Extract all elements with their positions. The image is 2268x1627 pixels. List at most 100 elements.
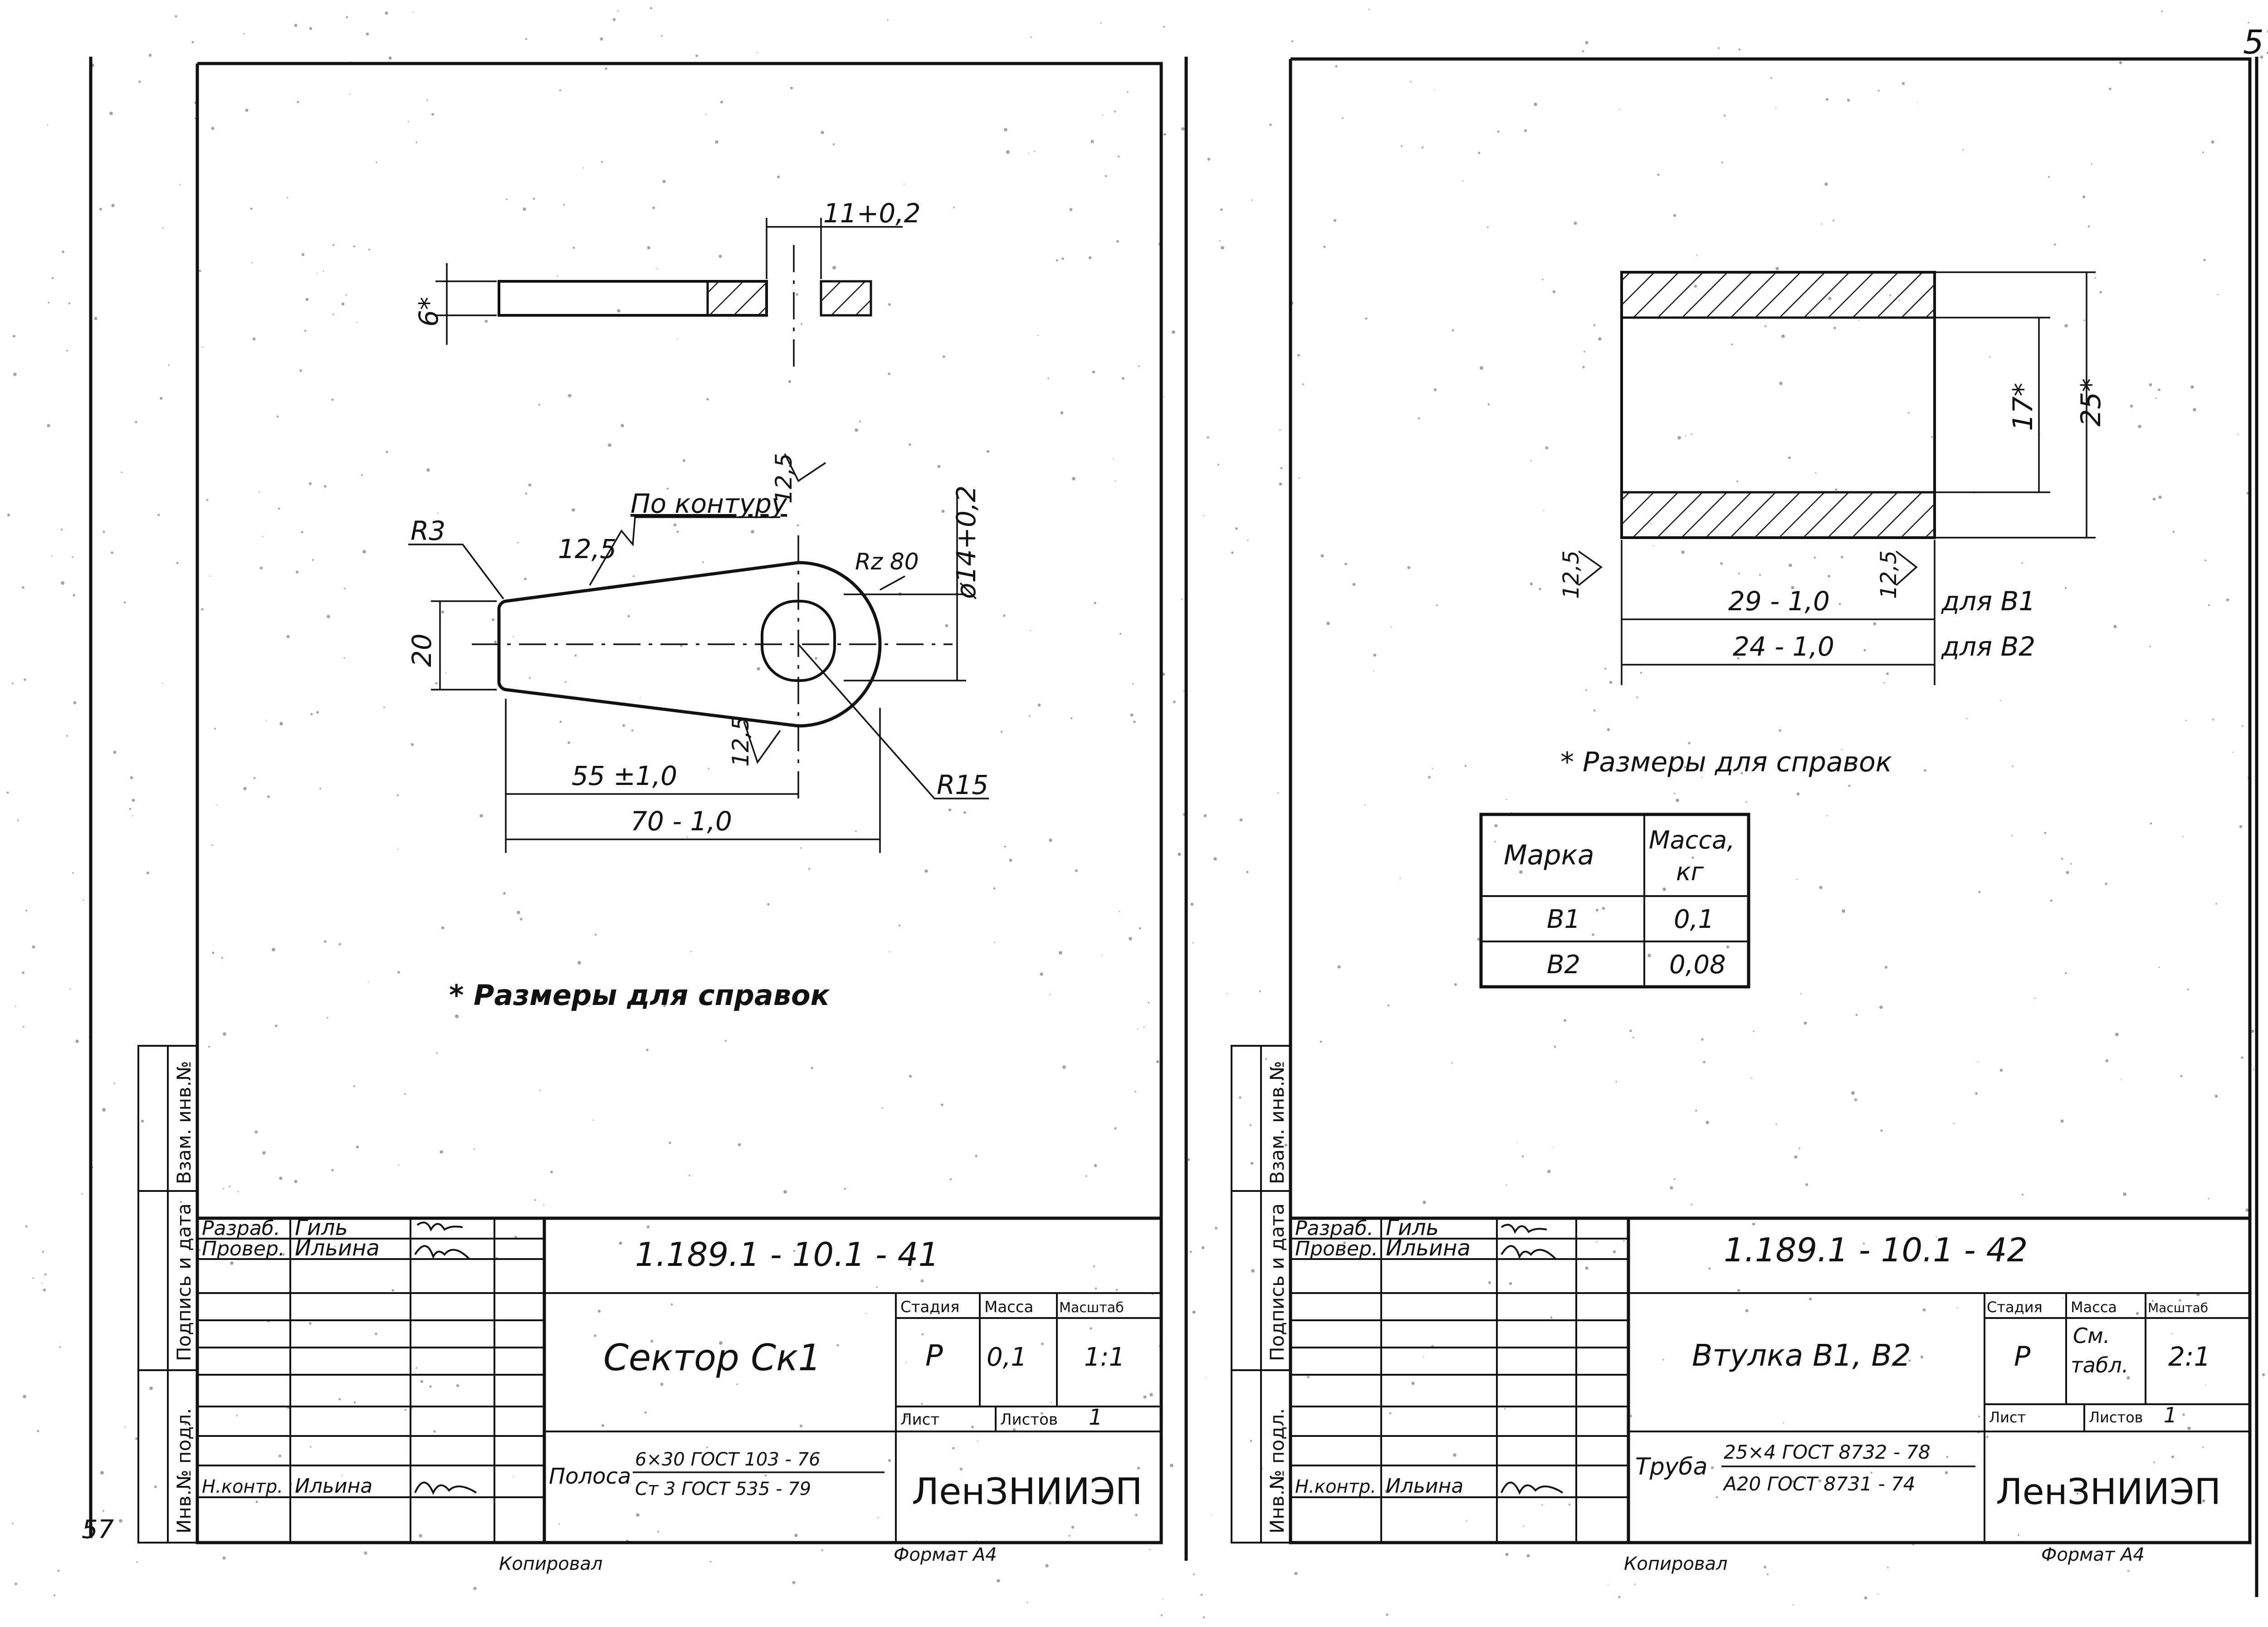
footer-format: Формат А4 [894, 1544, 997, 1565]
scan-speck [41, 1282, 43, 1284]
material-label: Труба [1635, 1453, 1707, 1480]
scan-speck [251, 262, 253, 264]
scan-speck [1595, 908, 1599, 912]
scan-speck [1552, 290, 1556, 294]
corner-mark: 57 [82, 1515, 114, 1544]
scan-speck [2155, 397, 2157, 399]
scan-speck [113, 750, 117, 754]
scan-speck [383, 706, 385, 708]
scan-speck [2130, 404, 2133, 408]
scan-speck [32, 945, 35, 949]
scan-speck [338, 1398, 341, 1401]
scan-speck [2208, 604, 2210, 607]
scan-speck [1796, 792, 1800, 796]
scan-speck [1436, 604, 1438, 606]
scan-speck [2021, 1193, 2024, 1196]
scan-speck [1794, 1155, 1798, 1159]
scan-speck [1172, 330, 1175, 334]
scan-speck [1161, 1614, 1163, 1616]
scan-speck [136, 1561, 138, 1563]
scan-speck [1060, 411, 1064, 415]
scan-speck [51, 277, 54, 279]
scan-speck [1550, 1316, 1553, 1319]
scan-speck [719, 1341, 723, 1345]
role-checker: Провер. [202, 1237, 285, 1260]
scan-speck [543, 1204, 545, 1206]
scan-speck [435, 682, 438, 685]
scan-speck [800, 847, 802, 849]
scan-speck [2091, 163, 2092, 165]
scan-speck [1095, 1287, 1097, 1290]
roughness-left: 12,5 [1559, 550, 1584, 599]
scan-speck [113, 1083, 115, 1084]
scan-speck [2149, 383, 2152, 387]
scan-speck [612, 18, 616, 21]
scan-speck [1239, 1096, 1242, 1099]
scan-speck [75, 1039, 79, 1043]
scan-speck [2203, 259, 2206, 261]
scan-speck [356, 1145, 359, 1149]
scan-speck [180, 1201, 182, 1203]
scan-speck [160, 397, 162, 400]
scan-speck [1764, 1566, 1766, 1568]
scan-speck [1781, 334, 1785, 338]
scan-speck [1069, 208, 1073, 211]
scan-speck [1494, 824, 1498, 828]
scan-speck [1497, 130, 1500, 133]
scan-speck [1239, 818, 1243, 822]
scan-speck [619, 1241, 622, 1245]
sheets-value: 1 [1089, 1405, 1103, 1430]
scan-speck [456, 1384, 459, 1387]
scan-speck [1966, 718, 1968, 720]
scan-speck [1977, 1062, 1978, 1063]
scan-speck [1190, 902, 1194, 906]
scan-speck [2232, 751, 2234, 753]
scan-speck [588, 1005, 590, 1007]
reference-note: * Размеры для справок [449, 979, 831, 1012]
scan-speck [2182, 836, 2184, 838]
scan-speck [1088, 256, 1092, 260]
scan-speck [1173, 701, 1176, 703]
scan-speck [223, 1188, 225, 1190]
scan-speck [1809, 1297, 1812, 1301]
scan-speck [1411, 1382, 1415, 1385]
scan-speck [187, 1499, 189, 1501]
role-developer: Разраб. [202, 1217, 280, 1240]
scan-speck [397, 971, 400, 974]
scan-speck [1207, 157, 1211, 161]
scan-speck [1800, 993, 1802, 995]
scan-speck [1547, 1170, 1551, 1173]
roughness-top: 12,5 [771, 453, 797, 504]
scan-speck [1541, 1504, 1543, 1506]
scan-speck [415, 142, 417, 143]
scan-speck [1323, 245, 1326, 248]
scan-speck [1662, 1359, 1664, 1361]
bushing-section: 17* 25* 12,5 12,5 29 - 1,0 для В1 24 - 1… [1559, 271, 2107, 685]
scan-speck [1505, 1184, 1507, 1186]
scan-speck [2048, 176, 2050, 178]
organization: ЛенЗНИИЭП [1996, 1472, 2221, 1513]
scan-speck [1047, 377, 1049, 379]
scan-speck [327, 615, 330, 618]
scan-speck [1387, 1004, 1390, 1007]
scan-speck [1945, 1471, 1948, 1475]
scan-speck [1978, 891, 1981, 893]
scan-speck [2150, 822, 2152, 825]
scan-speck [1059, 951, 1062, 955]
scan-speck [1593, 709, 1596, 712]
scan-speck [149, 1387, 153, 1390]
scan-speck [1607, 728, 1610, 731]
scan-speck [2050, 899, 2053, 902]
scan-speck [25, 1225, 28, 1228]
scan-speck [279, 722, 283, 725]
footer-copied: Копировал [1624, 1553, 1728, 1574]
scan-speck [1674, 793, 1676, 794]
scan-speck [1593, 324, 1596, 327]
dim-len-b2: 24 - 1,0 [1733, 631, 1834, 662]
scan-speck [1711, 1466, 1714, 1470]
scan-speck [24, 678, 26, 681]
scan-speck [2082, 195, 2086, 199]
scan-speck [1917, 102, 1918, 103]
scan-speck [657, 1531, 659, 1533]
right-side-strip: Инв.№ подл. Подпись и дата Взам. инв.№ [1231, 1045, 1291, 1544]
